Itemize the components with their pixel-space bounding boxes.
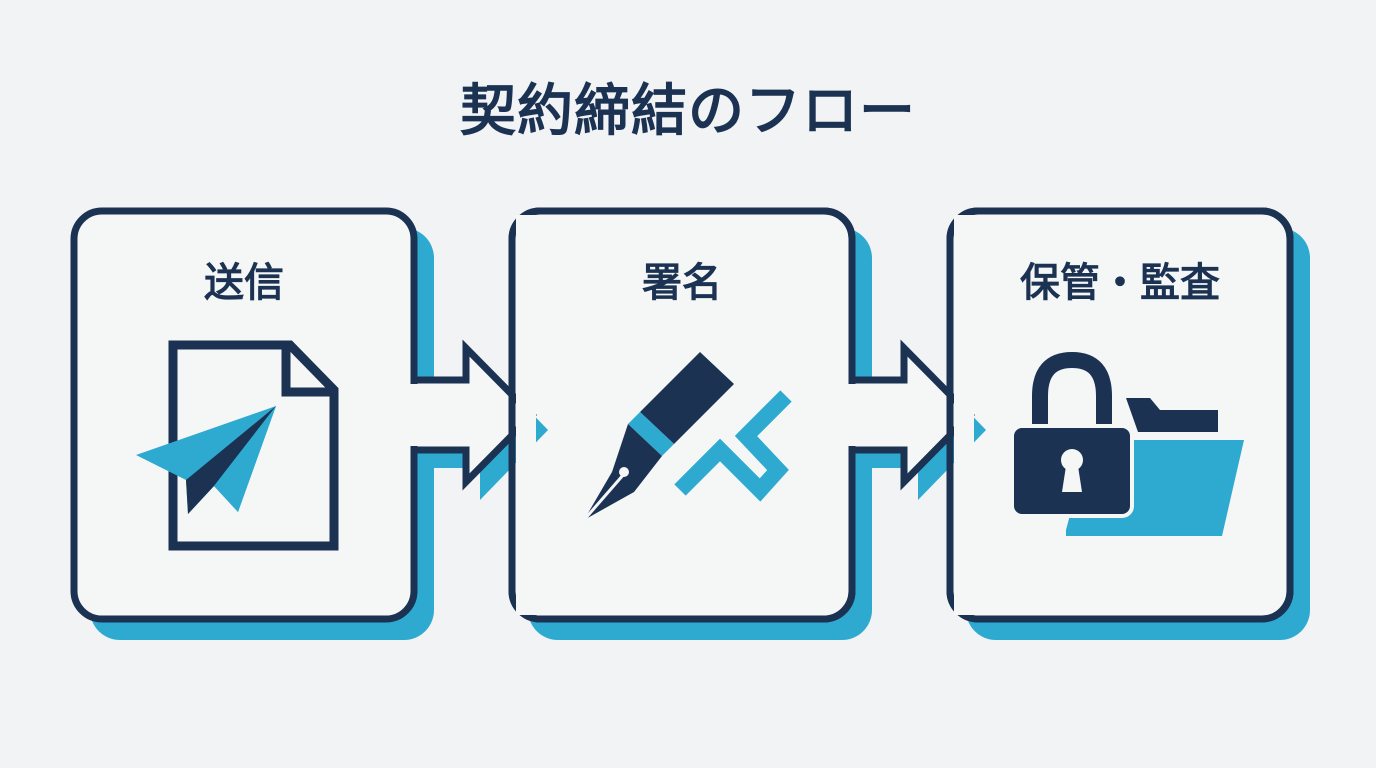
padlock-folder-icon (1010, 351, 1244, 536)
flow-arrow-2 (848, 339, 986, 500)
flow-arrow-1 (410, 339, 548, 500)
fountain-pen-checkmark-icon (582, 352, 792, 521)
step-label-store-audit: 保管・監査 (1020, 260, 1220, 306)
diagram-title: 契約締結のフロー (460, 79, 916, 144)
step-label-send: 送信 (204, 260, 284, 306)
step-label-sign: 署名 (642, 260, 722, 306)
paper-plane-document-icon (136, 340, 339, 551)
